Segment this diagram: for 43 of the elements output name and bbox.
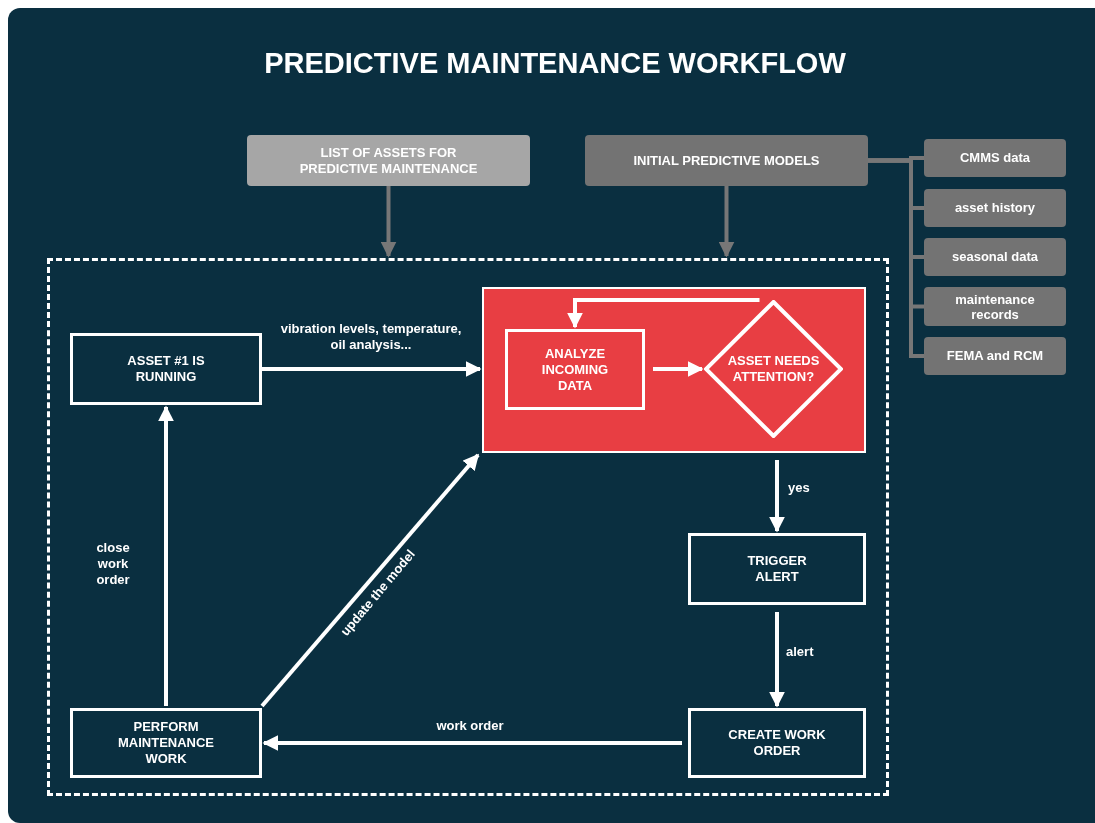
edge-label: yes: [788, 480, 811, 496]
process-box: [688, 708, 866, 778]
box-label: ASSET #1 IS RUNNING: [126, 353, 206, 385]
arrow: [158, 405, 174, 706]
edge-label: close work order: [95, 540, 131, 588]
input-box: [924, 189, 1066, 227]
arrow: [380, 186, 397, 258]
process-box: [505, 329, 645, 410]
arrow: [718, 186, 735, 258]
process-box: [70, 708, 262, 778]
box-label: ASSET NEEDS ATTENTION?: [726, 353, 821, 385]
box-label: CREATE WORK ORDER: [727, 727, 827, 759]
edge-label: vibration levels, temperature, oil analysis...: [279, 321, 463, 353]
arrow: [260, 453, 480, 708]
box-label: CMMS data: [959, 149, 1031, 168]
dashed-boundary: [47, 258, 889, 796]
arrow: [262, 735, 682, 751]
input-box: [924, 238, 1066, 276]
arrow: [769, 460, 785, 533]
box-label: ANALYZE INCOMING DATA: [540, 345, 610, 394]
arrow: [769, 612, 785, 708]
arrow: [262, 361, 482, 377]
process-box: [70, 333, 262, 405]
source-box: [247, 135, 530, 186]
decision-diamond: [704, 300, 843, 438]
arrow: [653, 361, 704, 377]
edge-label: work order: [435, 718, 505, 734]
edge-label: alert: [786, 644, 815, 660]
input-box: [924, 337, 1066, 375]
source-box: [585, 135, 868, 186]
box-label: maintenance records: [954, 291, 1036, 322]
analysis-panel: [482, 287, 866, 453]
box-label: seasonal data: [952, 248, 1038, 267]
box-label: FEMA and RCM: [946, 347, 1044, 366]
process-box: [688, 533, 866, 605]
title: PREDICTIVE MAINTENANCE WORKFLOW: [263, 46, 847, 81]
box-label: INITIAL PREDICTIVE MODELS: [633, 151, 820, 170]
box-label: TRIGGER ALERT: [746, 553, 808, 585]
box-label: LIST OF ASSETS FOR PREDICTIVE MAINTENANCE: [298, 144, 479, 177]
box-label: asset history: [954, 199, 1036, 218]
box-label: PERFORM MAINTENANCE WORK: [116, 719, 216, 767]
input-box: [924, 139, 1066, 177]
input-box: [924, 287, 1066, 326]
